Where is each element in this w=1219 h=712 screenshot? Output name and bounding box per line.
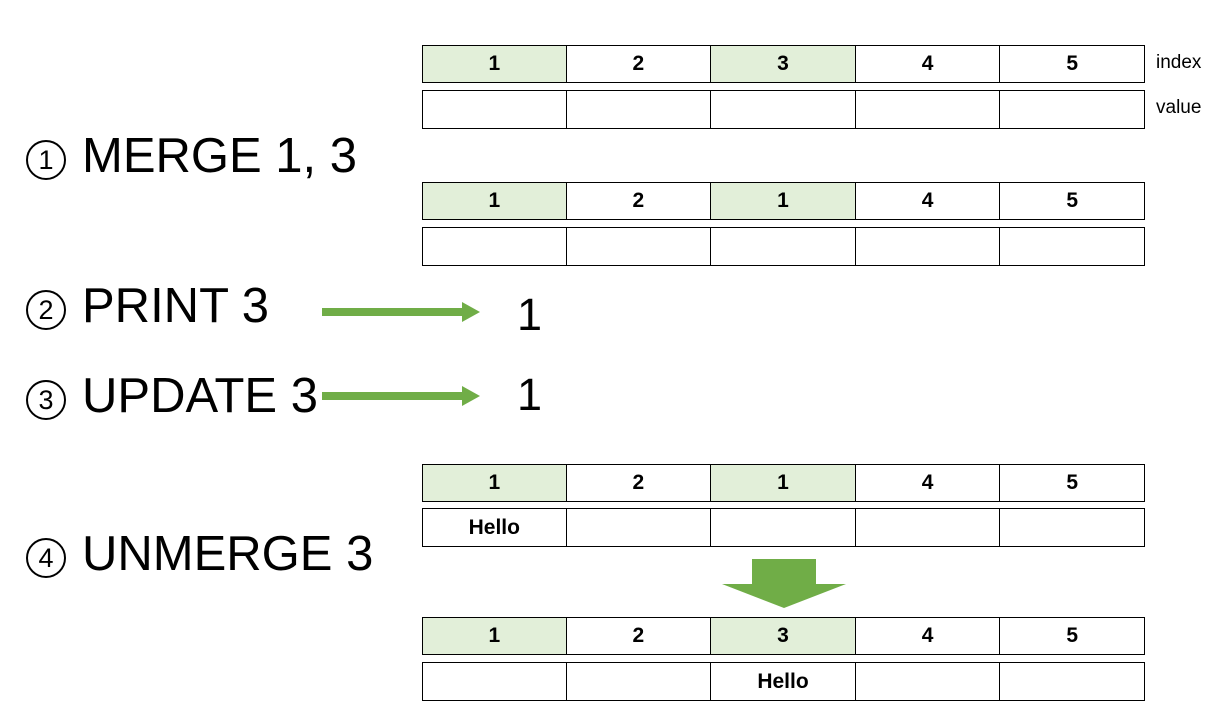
index-cell: 4 <box>855 617 1001 655</box>
index-cell: 1 <box>711 464 856 502</box>
index-cell: 1 <box>422 464 567 502</box>
print-result: 1 <box>517 289 543 340</box>
index-label: index <box>1156 52 1202 73</box>
index-cell: 4 <box>855 182 1001 220</box>
value-cell <box>566 90 712 129</box>
value-cell <box>855 662 1001 701</box>
value-label: value <box>1156 97 1202 118</box>
index-cell: 5 <box>1000 617 1145 655</box>
value-cell <box>566 662 712 701</box>
value-cell <box>1000 508 1145 547</box>
value-cell <box>422 90 567 129</box>
value-cell <box>422 227 567 266</box>
step-number: 1 <box>26 140 66 180</box>
value-cell <box>711 227 856 266</box>
value-cell <box>566 508 712 547</box>
down-arrow-icon <box>722 559 846 608</box>
value-cell <box>855 227 1001 266</box>
index-cell: 2 <box>566 45 712 83</box>
step-text: UNMERGE 3 <box>82 527 374 581</box>
step-merge: 1 MERGE 1, 3 <box>26 132 357 181</box>
step-text: PRINT 3 <box>82 279 269 333</box>
value-cell <box>711 508 856 547</box>
index-cell: 1 <box>422 617 567 655</box>
index-cell: 5 <box>1000 45 1145 83</box>
step-print: 2 PRINT 3 <box>26 282 269 331</box>
value-cell: Hello <box>422 508 567 547</box>
index-cell: 3 <box>711 45 856 83</box>
step-text: MERGE 1, 3 <box>82 129 358 183</box>
index-cell: 1 <box>711 182 856 220</box>
value-cell: Hello <box>711 662 856 701</box>
index-cell: 1 <box>422 45 567 83</box>
index-cell: 2 <box>566 617 712 655</box>
value-cell <box>422 662 567 701</box>
table-value-row <box>422 227 1145 266</box>
index-cell: 4 <box>855 45 1001 83</box>
value-cell <box>566 227 712 266</box>
value-cell <box>1000 227 1145 266</box>
index-cell: 5 <box>1000 464 1145 502</box>
table-value-row <box>422 90 1145 129</box>
value-cell <box>855 508 1001 547</box>
index-cell: 2 <box>566 182 712 220</box>
step-number: 4 <box>26 538 66 578</box>
step-unmerge: 4 UNMERGE 3 <box>26 530 373 579</box>
step-update: 3 UPDATE 3 <box>26 372 318 421</box>
index-cell: 1 <box>422 182 567 220</box>
table-value-row: Hello <box>422 662 1145 701</box>
index-cell: 4 <box>855 464 1001 502</box>
index-cell: 2 <box>566 464 712 502</box>
index-cell: 3 <box>711 617 856 655</box>
step-number: 3 <box>26 380 66 420</box>
update-arrow-icon <box>322 386 480 406</box>
value-cell <box>711 90 856 129</box>
value-cell <box>1000 90 1145 129</box>
step-number: 2 <box>26 290 66 330</box>
value-cell <box>1000 662 1145 701</box>
step-text: UPDATE 3 <box>82 369 318 423</box>
table-value-row: Hello <box>422 508 1145 547</box>
value-cell <box>855 90 1001 129</box>
index-cell: 5 <box>1000 182 1145 220</box>
update-result: 1 <box>517 369 543 420</box>
print-arrow-icon <box>322 302 480 322</box>
